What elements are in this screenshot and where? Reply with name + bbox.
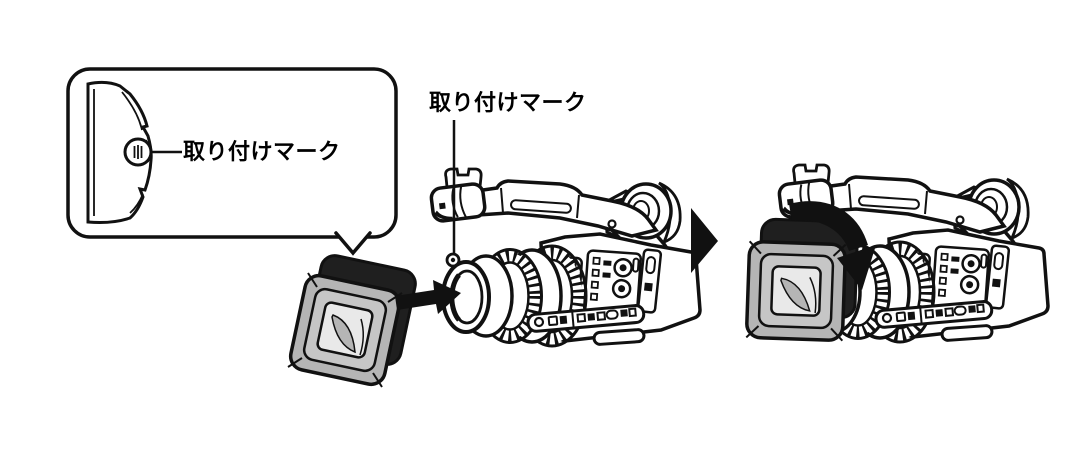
speech-bubble (66, 67, 398, 256)
camcorder-step1 (430, 169, 700, 346)
lens-hood-step1 (286, 251, 420, 389)
hood-side-profile (86, 80, 153, 224)
rotate-arrow-icon (789, 201, 876, 290)
lens-mark-label: 取り付けマーク (429, 90, 587, 115)
speech-bubble-tail (334, 231, 372, 256)
next-step-arrow-icon (691, 208, 718, 273)
attach-arrow-icon (395, 280, 461, 314)
callout-mark-label: 取り付けマーク (183, 139, 341, 164)
